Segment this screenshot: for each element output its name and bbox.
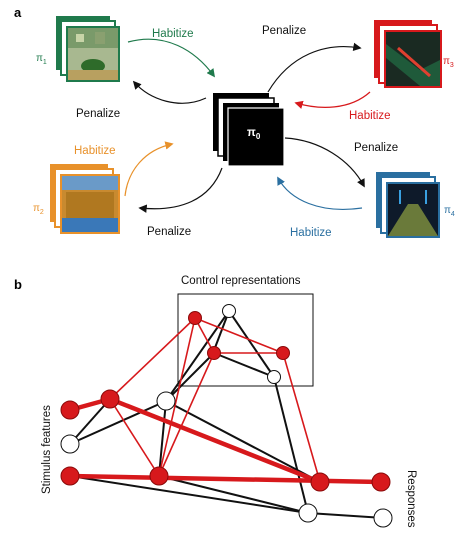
penalize-3-label: Penalize xyxy=(262,25,306,37)
red-thick-edges xyxy=(67,396,384,485)
node-control-3 xyxy=(207,346,221,360)
penalize-4-label: Penalize xyxy=(354,142,398,154)
arrow-habitize-4 xyxy=(277,176,363,210)
node-response-2 xyxy=(371,472,391,492)
policy-3-label: π3 xyxy=(443,56,454,69)
node-response-3 xyxy=(298,503,318,523)
arrow-habitize-2 xyxy=(124,141,174,197)
node-hidden-2 xyxy=(156,391,176,411)
arrow-penalize-2 xyxy=(138,167,223,213)
node-stimulus-1 xyxy=(60,400,80,420)
control-representations-title: Control representations xyxy=(181,275,301,287)
stimulus-features-axis: Stimulus features xyxy=(41,405,53,494)
habitize-4-label: Habitize xyxy=(290,227,332,239)
policy-2-stack xyxy=(50,164,120,234)
node-response-4 xyxy=(373,508,393,528)
node-hidden-1 xyxy=(100,389,120,409)
node-control-2 xyxy=(222,304,236,318)
penalize-1-label: Penalize xyxy=(76,108,120,120)
arrow-penalize-3 xyxy=(267,42,362,93)
node-stimulus-2 xyxy=(60,434,80,454)
node-hidden-3 xyxy=(149,466,169,486)
penalize-2-label: Penalize xyxy=(147,226,191,238)
arrow-penalize-4 xyxy=(284,137,365,188)
network-nodes xyxy=(60,304,393,528)
node-control-4 xyxy=(276,346,290,360)
red-thin-edges xyxy=(109,317,321,483)
habitize-3-label: Habitize xyxy=(349,110,391,122)
node-control-1 xyxy=(188,311,202,325)
panel-a-label: a xyxy=(14,5,22,20)
responses-axis: Responses xyxy=(405,470,417,528)
node-control-5 xyxy=(267,370,281,384)
node-response-1 xyxy=(310,472,330,492)
center-policy-label: π0 xyxy=(247,127,261,141)
panel-b-label: b xyxy=(14,277,22,292)
center-policy-stack xyxy=(213,93,285,167)
habitize-2-label: Habitize xyxy=(74,145,116,157)
policy-1-stack xyxy=(56,16,120,82)
policy-3-stack xyxy=(374,20,442,88)
habitize-1-label: Habitize xyxy=(152,28,194,40)
policy-1-label: π1 xyxy=(36,53,47,66)
node-stimulus-3 xyxy=(60,466,80,486)
black-edges xyxy=(69,310,384,519)
policy-4-label: π4 xyxy=(444,205,455,218)
policy-2-label: π2 xyxy=(33,203,44,216)
policy-4-stack xyxy=(376,172,440,238)
control-representations-box xyxy=(177,293,314,387)
arrow-habitize-3 xyxy=(294,91,371,109)
arrow-penalize-1 xyxy=(132,80,207,104)
arrow-habitize-1 xyxy=(127,38,215,78)
